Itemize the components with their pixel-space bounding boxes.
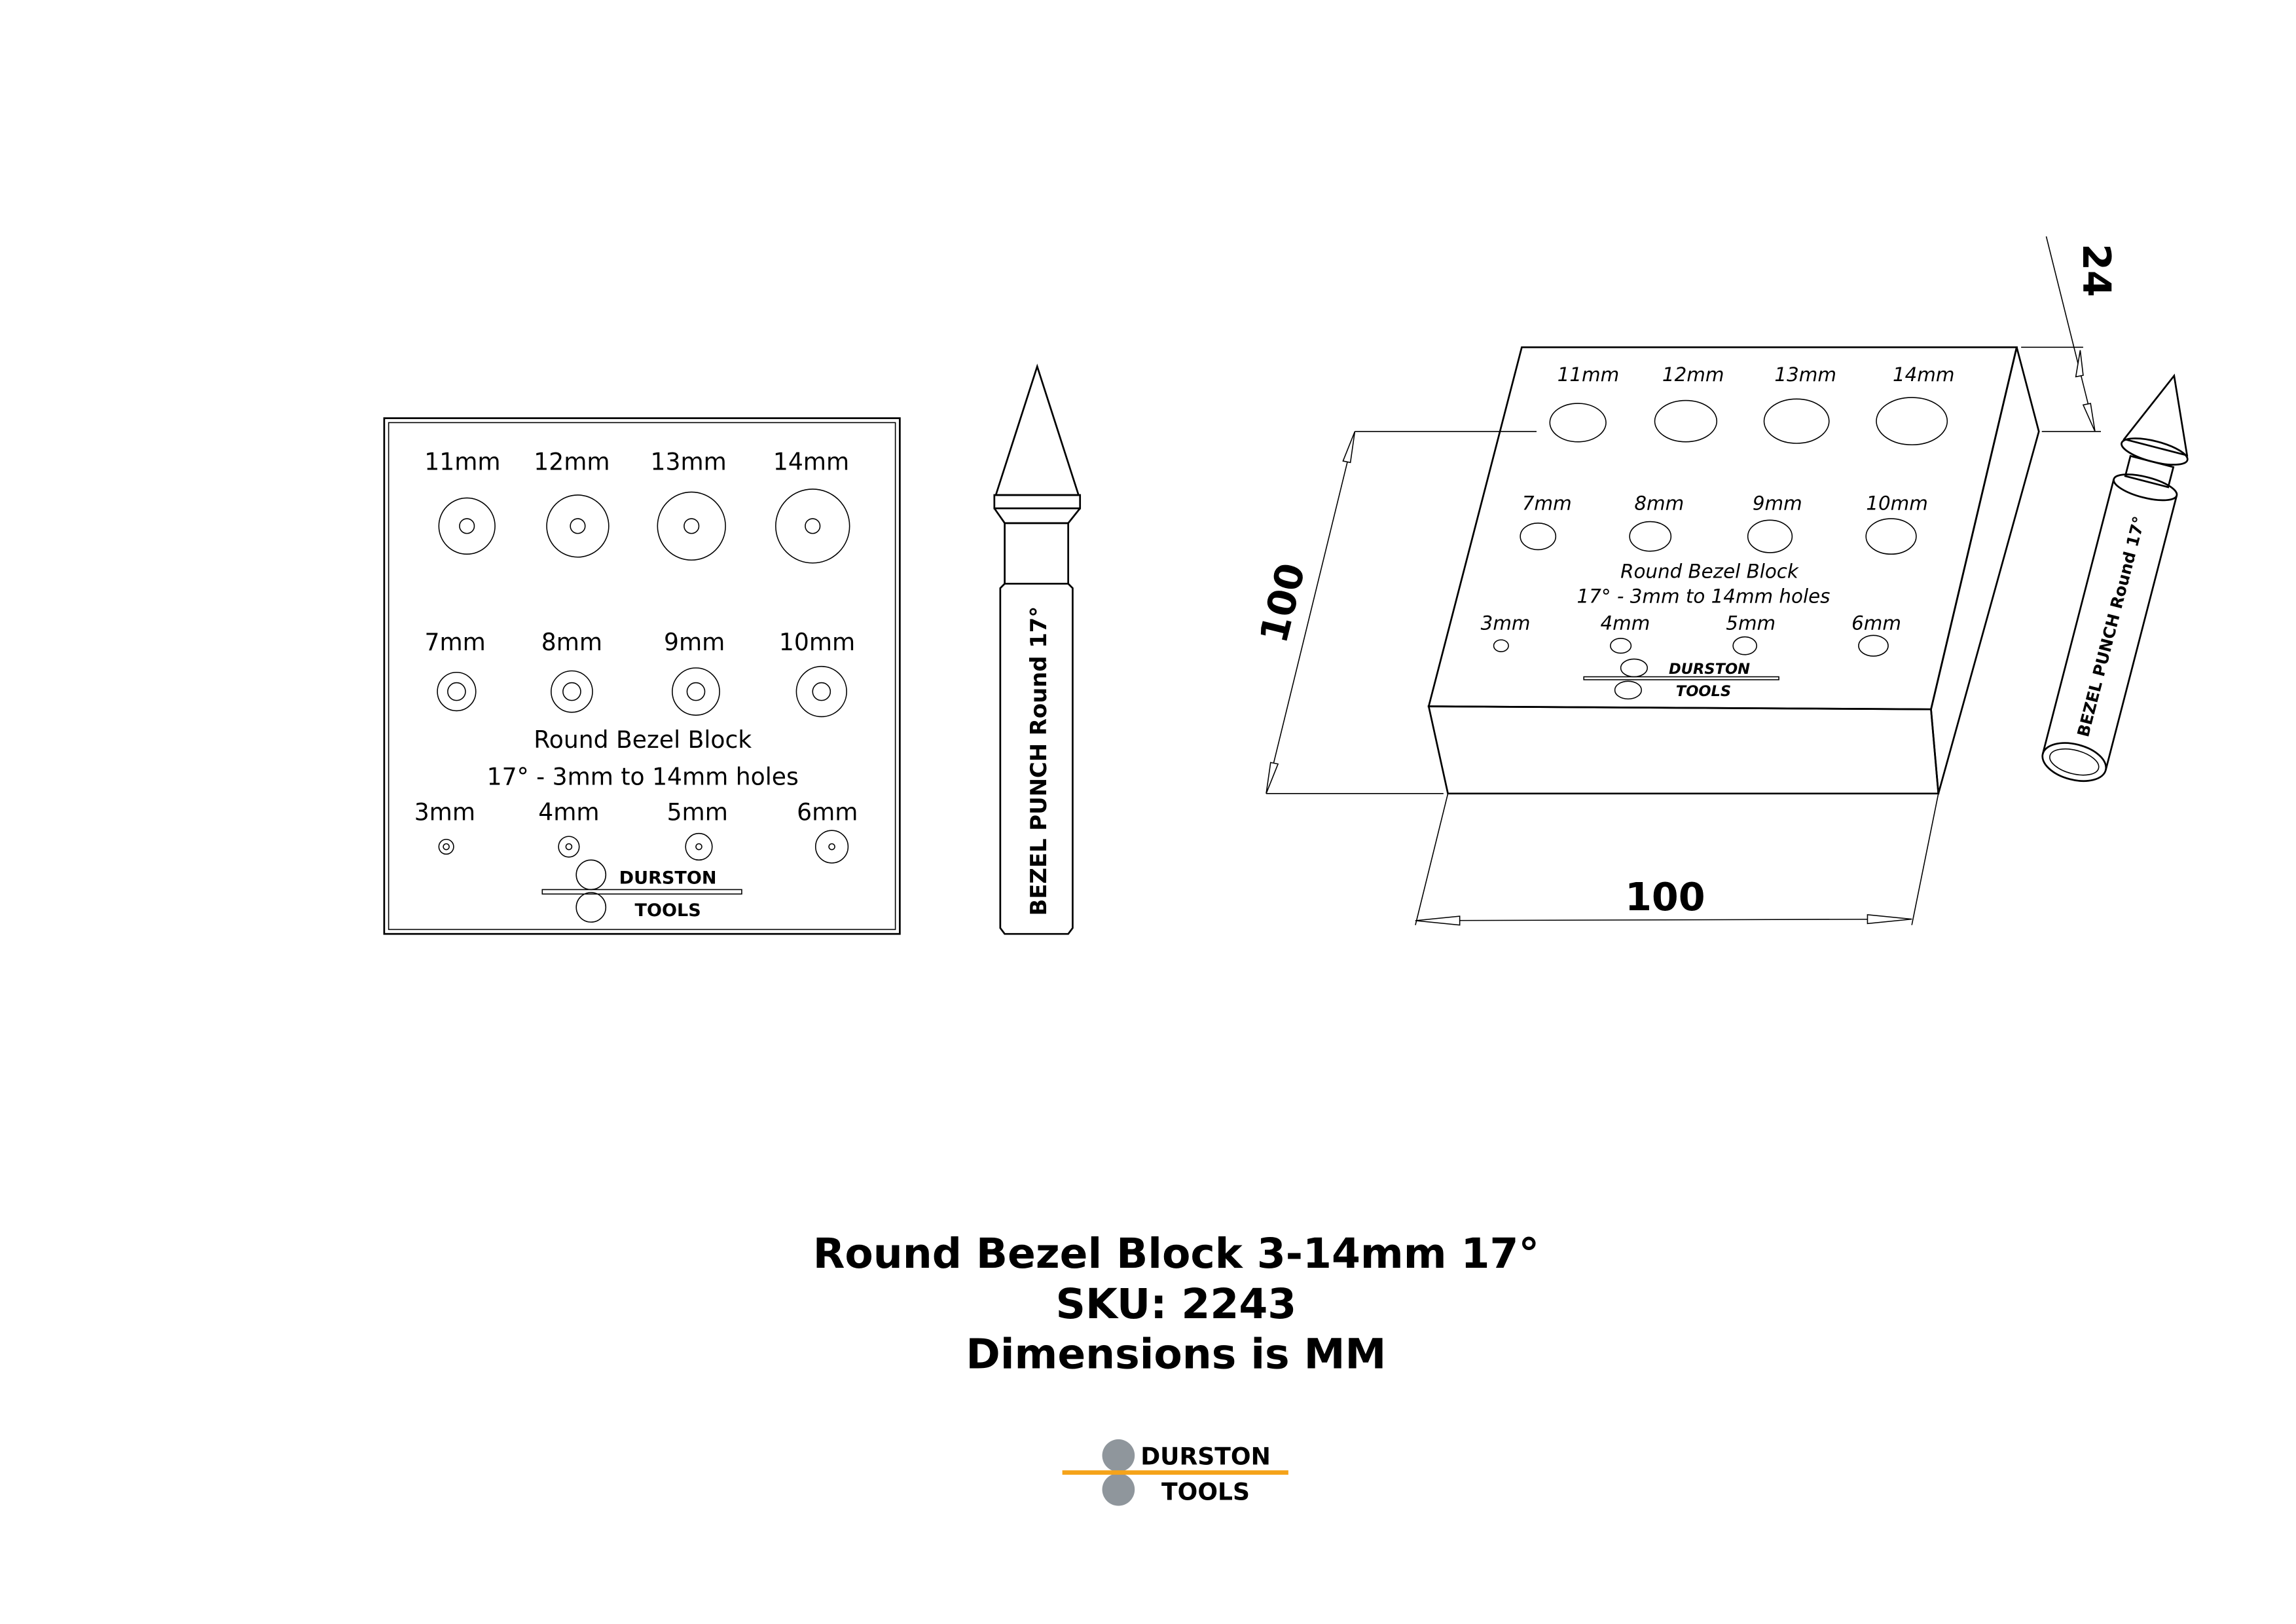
front-row2-labels: 7mm 8mm 9mm 10mm: [425, 628, 856, 656]
hole-label: 11mm: [424, 448, 500, 476]
hole-label: 12mm: [534, 448, 610, 476]
hole-label: 13mm: [651, 448, 727, 476]
hole-label: 10mm: [1866, 492, 1927, 515]
dimension-height: [1266, 431, 1537, 794]
front-row3-labels: 3mm 4mm 5mm 6mm: [414, 798, 858, 826]
logo-text: TOOLS: [634, 900, 701, 921]
dimension-depth-label: 24: [2074, 244, 2119, 297]
hole-label: 10mm: [779, 628, 855, 656]
iso-row3: 3mm 4mm 5mm 6mm: [1481, 612, 1901, 657]
front-row1-holes: [438, 489, 850, 564]
front-row1-labels: 11mm 12mm 13mm 14mm: [424, 448, 849, 476]
hole-label: 6mm: [797, 798, 858, 826]
punch-label: BEZEL PUNCH Round 17°: [2073, 514, 2149, 739]
hole-label: 14mm: [773, 448, 849, 476]
hole-label: 8mm: [541, 628, 602, 656]
engraving-subtitle: 17° - 3mm to 14mm holes: [487, 762, 799, 790]
engraving-title: Round Bezel Block: [534, 726, 752, 754]
brand-top: DURSTON: [1140, 1442, 1271, 1470]
brand-bottom: TOOLS: [1161, 1477, 1250, 1505]
hole-label: 11mm: [1558, 363, 1619, 386]
units-note: Dimensions is MM: [966, 1330, 1386, 1378]
dimension-width-label: 100: [1625, 875, 1705, 919]
hole-label: 4mm: [1600, 612, 1650, 634]
front-row2-holes: [437, 665, 847, 718]
front-row3-holes: [438, 830, 849, 864]
hole-label: 9mm: [1753, 492, 1802, 515]
logo-text: DURSTON: [619, 868, 717, 888]
title-block: Round Bezel Block 3-14mm 17° SKU: 2243 D…: [813, 1229, 1539, 1378]
punch-label: BEZEL PUNCH Round 17°: [1026, 606, 1051, 916]
front-view-block: 11mm 12mm 13mm 14mm 7mm 8mm 9mm 10mm Rou…: [383, 417, 901, 935]
hole-label: 6mm: [1851, 612, 1901, 634]
iso-engraved-logo: DURSTON TOOLS: [1583, 658, 1779, 700]
hole-label: 7mm: [425, 628, 486, 656]
dimension-width: [1415, 793, 1939, 926]
hole-label: 4mm: [538, 798, 599, 826]
dimension-depth: [2021, 236, 2102, 432]
durston-tools-logo: DURSTON TOOLS: [1062, 1439, 1288, 1506]
product-title: Round Bezel Block 3-14mm 17°: [813, 1229, 1539, 1278]
bezel-punch-side-view: BEZEL PUNCH Round 17°: [993, 363, 1082, 935]
engraved-logo: DURSTON TOOLS: [541, 859, 742, 923]
hole-label: 3mm: [1481, 612, 1531, 634]
logo-text: TOOLS: [1676, 683, 1731, 700]
bezel-punch-iso-view: BEZEL PUNCH Round 17°: [2041, 373, 2189, 783]
hole-label: 5mm: [667, 798, 728, 826]
isometric-block: 11mm 12mm 13mm 14mm 7mm 8mm 9mm 10mm Rou…: [1251, 236, 2119, 926]
dimension-height-label: 100: [1251, 559, 1314, 647]
hole-label: 7mm: [1522, 492, 1572, 515]
hole-label: 5mm: [1726, 612, 1776, 634]
sku: SKU: 2243: [1056, 1280, 1297, 1328]
hole-label: 8mm: [1634, 492, 1684, 515]
hole-label: 14mm: [1893, 363, 1954, 386]
hole-label: 12mm: [1662, 363, 1724, 386]
iso-row2: 7mm 8mm 9mm 10mm: [1520, 492, 1928, 555]
engraving-title: Round Bezel Block: [1620, 560, 1799, 582]
hole-label: 9mm: [664, 628, 725, 656]
logo-text: DURSTON: [1669, 661, 1750, 678]
engraving-subtitle: 17° - 3mm to 14mm holes: [1577, 585, 1831, 608]
iso-row1: 11mm 12mm 13mm 14mm: [1549, 363, 1954, 446]
hole-label: 3mm: [414, 798, 475, 826]
hole-label: 13mm: [1774, 363, 1836, 386]
